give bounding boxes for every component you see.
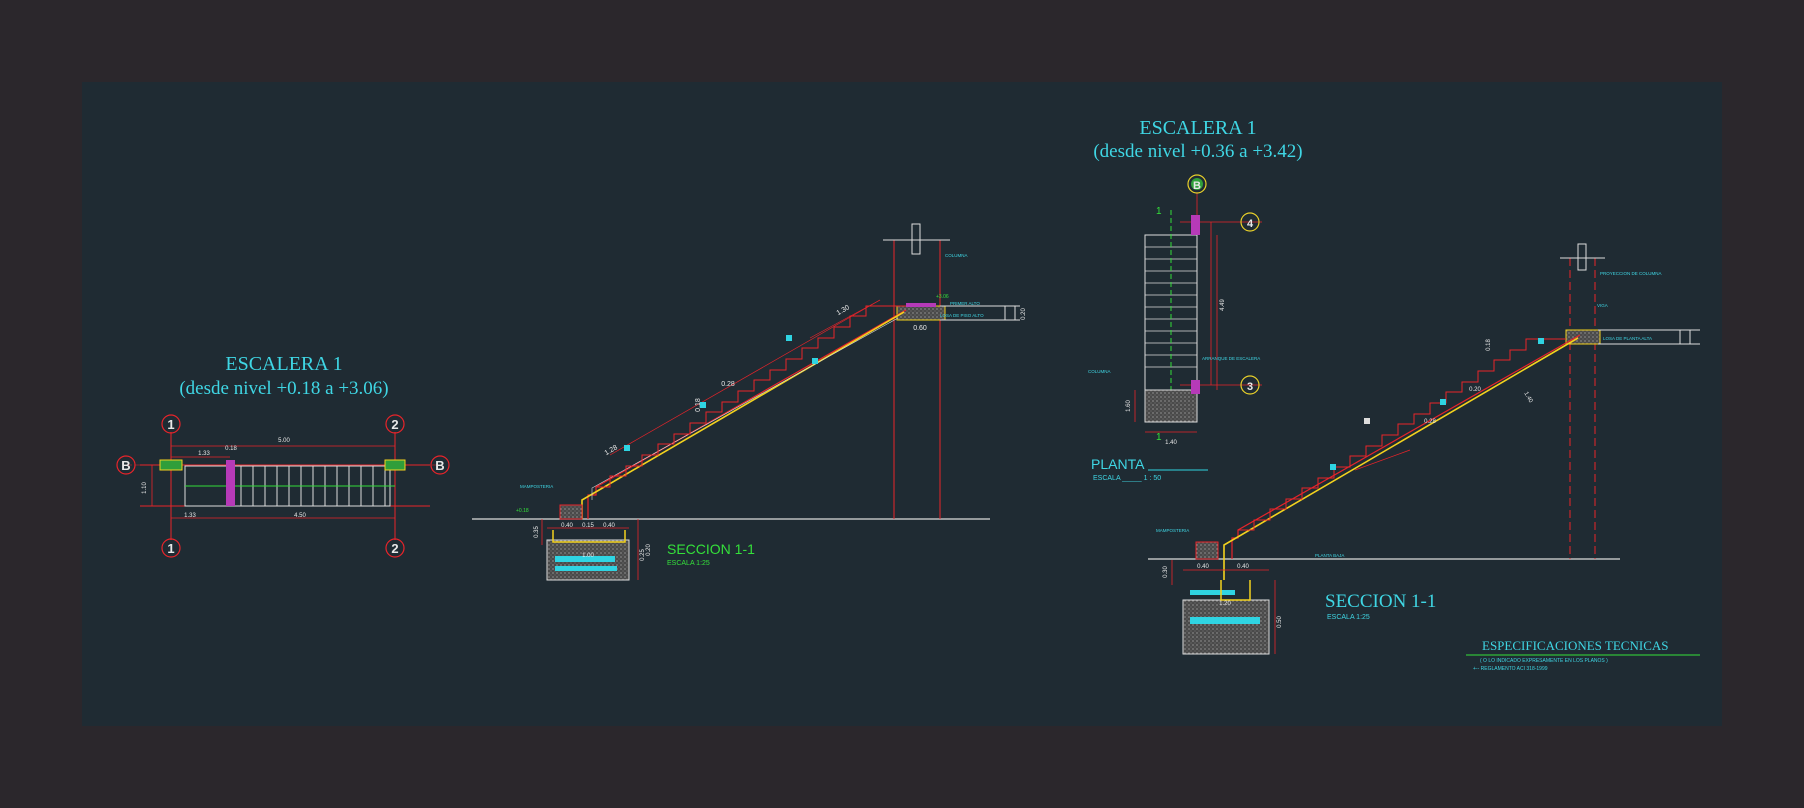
mid-section-scale: ESCALA 1:25 bbox=[667, 560, 710, 567]
mid-label-mamposteria: MAMPOSTERIA bbox=[520, 484, 553, 489]
specs-line2: +-- REGLAMENTO ACI 318-1999 bbox=[1473, 666, 1548, 672]
rsec-dim-s2: 0.28 bbox=[1424, 419, 1436, 425]
grid-bubble-left-b: B bbox=[116, 455, 136, 475]
left-subtitle: (desde nivel +0.18 a +3.06) bbox=[179, 378, 388, 399]
svg-text:2: 2 bbox=[391, 541, 398, 556]
right-section: 0.40 0.40 1.20 0.50 0.30 0.20 0.28 0.18 … bbox=[1148, 243, 1700, 655]
mid-dim-side: 0.18 bbox=[695, 398, 702, 412]
svg-text:1: 1 bbox=[167, 417, 174, 432]
rsec-title: SECCION 1-1 bbox=[1325, 591, 1436, 612]
left-dim-d: 4.50 bbox=[294, 513, 306, 519]
rsec-dim-f4: 0.50 bbox=[1277, 616, 1283, 628]
mid-dim-f4: 1.00 bbox=[582, 553, 594, 559]
mid-dim-f3: 0.40 bbox=[603, 523, 615, 529]
mid-label-nivel: +0.18 bbox=[516, 508, 529, 514]
grid-bubble-top-1: 1 bbox=[161, 414, 181, 434]
svg-text:3: 3 bbox=[1247, 381, 1253, 393]
plan-title: PLANTA bbox=[1091, 456, 1145, 472]
right-title: ESCALERA 1 bbox=[1139, 117, 1256, 139]
grid-bubble-right-b: B bbox=[430, 455, 450, 475]
svg-text:2: 2 bbox=[391, 417, 398, 432]
plan-label-column: COLUMNA bbox=[1088, 369, 1111, 374]
mid-dim-f6: 0.35 bbox=[534, 526, 540, 538]
rsec-dim-f5: 0.30 bbox=[1163, 566, 1169, 578]
mid-label-losa: LOSA DE PISO ALTO bbox=[940, 313, 984, 318]
left-title: ESCALERA 1 bbox=[225, 353, 342, 375]
plan-mark-top: 1 bbox=[1156, 206, 1162, 217]
mid-label-column: COLUMNA bbox=[945, 253, 968, 258]
mid-label-primer: PRIMER ALTO bbox=[950, 301, 980, 306]
drawing-sheet bbox=[82, 82, 1722, 726]
mid-dim-f2: 0.15 bbox=[582, 523, 594, 529]
plan-label-arranque: ARRANQUE DE ESCALERA bbox=[1202, 356, 1260, 361]
specs-line1: ( O LO INDICADO EXPRESAMENTE EN LOS PLAN… bbox=[1480, 658, 1608, 664]
specs-title: ESPECIFICACIONES TECNICAS bbox=[1482, 638, 1668, 653]
grid-bubble-plan-b: B bbox=[1187, 174, 1207, 194]
left-dim-c: 1.33 bbox=[184, 513, 196, 519]
grid-bubble-bot-1: 1 bbox=[161, 538, 181, 558]
mid-dim-f1: 0.40 bbox=[561, 523, 573, 529]
grid-bubble-plan-4: 4 bbox=[1240, 212, 1260, 232]
plan-dim-w: 1.40 bbox=[1165, 440, 1177, 446]
rsec-scale: ESCALA 1:25 bbox=[1327, 614, 1370, 621]
technical-specs: ESPECIFICACIONES TECNICAS ( O LO INDICAD… bbox=[1466, 638, 1700, 672]
mid-dim-mid: 0.28 bbox=[721, 381, 735, 388]
rsec-label-mamposteria: MAMPOSTERIA bbox=[1156, 528, 1189, 533]
grid-bubble-top-2: 2 bbox=[385, 414, 405, 434]
grid-bubble-plan-3: 3 bbox=[1240, 375, 1260, 395]
rsec-dim-s3: 0.18 bbox=[1486, 339, 1492, 351]
left-dim-a: 1.33 bbox=[198, 451, 210, 457]
plan-scale: ESCALA _____ 1 : 50 bbox=[1093, 475, 1161, 482]
grid-bubble-bot-2: 2 bbox=[385, 538, 405, 558]
plan-dim-len: 4.49 bbox=[1220, 299, 1226, 311]
rsec-label-losa: LOSA DE PLANTA ALTA bbox=[1603, 336, 1652, 341]
rsec-dim-f1: 0.40 bbox=[1197, 564, 1209, 570]
mid-dim-rt: 0.20 bbox=[1021, 308, 1027, 320]
svg-text:4: 4 bbox=[1247, 218, 1254, 230]
mid-label-nivel-top: +3.06 bbox=[936, 294, 949, 300]
svg-text:B: B bbox=[121, 458, 130, 473]
mid-dim-land: 0.60 bbox=[913, 325, 927, 332]
rsec-dim-f3: 1.20 bbox=[1219, 601, 1231, 607]
left-dim-b: 0.18 bbox=[225, 446, 237, 452]
plan-dim-h: 1.60 bbox=[1126, 400, 1132, 412]
middle-section: 0.40 0.15 0.40 1.00 0.25 0.35 1.30 0.28 … bbox=[472, 223, 1027, 581]
left-dim-e: 1.10 bbox=[142, 482, 148, 494]
left-dim-total: 5.00 bbox=[278, 438, 290, 444]
mid-dim-f5: 0.25 bbox=[640, 549, 646, 561]
svg-text:1: 1 bbox=[167, 541, 174, 556]
svg-text:B: B bbox=[1193, 180, 1201, 192]
mid-dim-f7: 0.20 bbox=[646, 544, 652, 556]
rsec-dim-s4: 1.40 bbox=[1522, 391, 1533, 405]
rsec-dim-f2: 0.40 bbox=[1237, 564, 1249, 570]
rsec-dim-s1: 0.20 bbox=[1469, 387, 1481, 393]
right-stair-plan: ESCALERA 1 (desde nivel +0.36 a +3.42) B… bbox=[1088, 117, 1303, 482]
rsec-label-planta: PLANTA BAJA bbox=[1315, 553, 1344, 558]
svg-text:B: B bbox=[435, 458, 444, 473]
plan-mark-bot: 1 bbox=[1156, 432, 1162, 443]
rsec-label-viga: VIGA bbox=[1597, 303, 1608, 308]
right-subtitle: (desde nivel +0.36 a +3.42) bbox=[1093, 141, 1302, 162]
rsec-label-column: PROYECCION DE COLUMNA bbox=[1600, 271, 1662, 276]
left-stair-plan: ESCALERA 1 (desde nivel +0.18 a +3.06) 5… bbox=[116, 353, 450, 558]
mid-section-title: SECCION 1-1 bbox=[667, 541, 755, 557]
